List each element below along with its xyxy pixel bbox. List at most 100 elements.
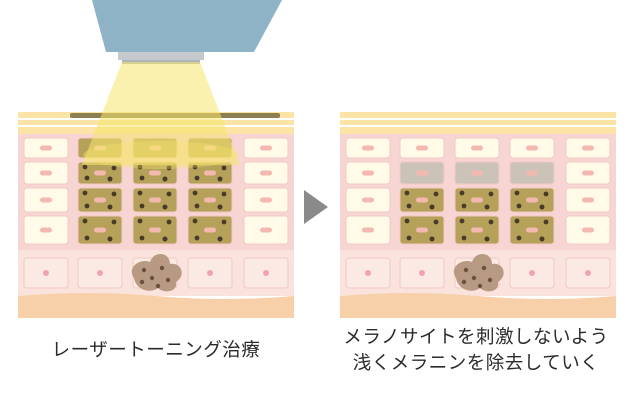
melanin-granule xyxy=(107,204,113,210)
melanin-granule xyxy=(84,175,90,181)
melanin-granule xyxy=(488,191,494,197)
cell-nucleus xyxy=(471,170,483,176)
melanin-granule xyxy=(429,204,435,210)
cell-nucleus xyxy=(204,227,216,233)
stratum-corneum xyxy=(340,112,616,134)
cell-nucleus xyxy=(260,227,272,233)
cell-nucleus xyxy=(416,227,428,233)
cell-nucleus xyxy=(204,197,216,203)
melanin-granule xyxy=(82,218,88,224)
cell-nucleus xyxy=(416,197,428,203)
melanin-granule xyxy=(194,235,200,241)
cell-nucleus xyxy=(362,170,374,176)
melanin-granule xyxy=(166,191,172,197)
melanin-granule xyxy=(543,191,549,197)
melanocyte xyxy=(453,253,504,292)
melanin-granule xyxy=(406,203,412,209)
cell-nucleus xyxy=(40,145,52,151)
basal-nucleus xyxy=(207,270,213,276)
melanin-granule xyxy=(488,219,494,225)
melanocyte-granule xyxy=(141,267,147,273)
basal-nucleus xyxy=(365,270,371,276)
melanin-granule xyxy=(543,219,549,225)
cell-nucleus xyxy=(40,227,52,233)
cell-nucleus xyxy=(204,170,216,176)
melanin-granule xyxy=(162,236,168,242)
melanin-granule xyxy=(221,191,227,197)
cell-nucleus xyxy=(582,227,594,233)
device-body xyxy=(92,0,282,52)
basal-nucleus xyxy=(529,270,535,276)
basal-nucleus xyxy=(97,270,103,276)
melanin-granule xyxy=(404,190,410,196)
melanin-granule xyxy=(459,190,465,196)
melanin-granule xyxy=(166,219,172,225)
melanin-granule xyxy=(84,203,90,209)
melanin-granule xyxy=(516,235,522,241)
cell-nucleus xyxy=(582,145,594,151)
cell-nucleus xyxy=(40,170,52,176)
cell-nucleus xyxy=(362,197,374,203)
melanin-granule xyxy=(461,235,467,241)
cell-nucleus xyxy=(471,227,483,233)
cell-nucleus xyxy=(471,197,483,203)
cell-nucleus xyxy=(149,197,161,203)
cell-nucleus xyxy=(526,170,538,176)
melanin-granule xyxy=(484,236,490,242)
cell-nucleus xyxy=(582,197,594,203)
melanocyte xyxy=(131,253,182,292)
melanin-granule xyxy=(217,176,223,182)
cell-nucleus xyxy=(260,197,272,203)
laser-device xyxy=(92,0,282,64)
melanin-granule xyxy=(539,204,545,210)
melanin-granule xyxy=(111,219,117,225)
caption-right-line-1: メラノサイトを刺激しないよう xyxy=(343,327,609,348)
melanocyte-granule xyxy=(471,275,477,281)
melanin-granule xyxy=(192,218,198,224)
melanin-granule xyxy=(514,190,520,196)
melanin-granule xyxy=(111,191,117,197)
melanin-granule xyxy=(139,203,145,209)
melanocyte-granule xyxy=(477,283,483,289)
cell-nucleus xyxy=(526,227,538,233)
melanin-granule xyxy=(433,219,439,225)
cell-nucleus xyxy=(582,170,594,176)
basal-nucleus xyxy=(419,270,425,276)
cell-nucleus xyxy=(416,170,428,176)
device-nozzle xyxy=(118,52,204,60)
cell-nucleus xyxy=(260,170,272,176)
melanin-granule xyxy=(433,191,439,197)
dermis xyxy=(340,293,616,318)
melanin-granule xyxy=(107,176,113,182)
melanin-granule xyxy=(84,235,90,241)
cell-nucleus xyxy=(471,145,483,151)
melanin-granule xyxy=(162,204,168,210)
skin-panel-after xyxy=(340,112,616,318)
melanin-granule xyxy=(137,218,143,224)
melanin-granule xyxy=(82,190,88,196)
melanin-granule xyxy=(139,235,145,241)
cell-nucleus xyxy=(94,197,106,203)
arrow-shape xyxy=(304,190,328,224)
melanocyte-granule xyxy=(463,267,469,273)
cell-nucleus xyxy=(362,145,374,151)
cell-nucleus xyxy=(416,145,428,151)
melanin-granule xyxy=(194,175,200,181)
caption-left-text: レーザートーニング治療 xyxy=(51,340,261,361)
melanin-granule xyxy=(429,236,435,242)
melanin-granule xyxy=(516,203,522,209)
caption-right-line-2: 浅くメラニンを除去していく xyxy=(352,353,600,374)
cell-nucleus xyxy=(149,227,161,233)
melanin-granule xyxy=(107,236,113,242)
cell-nucleus xyxy=(94,170,106,176)
melanin-granule xyxy=(137,164,143,170)
cell-nucleus xyxy=(260,145,272,151)
melanin-granule xyxy=(217,204,223,210)
dermis xyxy=(18,293,294,318)
melanocyte-granule xyxy=(461,279,467,285)
melanin-granule xyxy=(137,190,143,196)
caption-laser-toning: レーザートーニング治療 xyxy=(18,338,294,364)
cell-nucleus xyxy=(526,197,538,203)
basal-nucleus xyxy=(585,270,591,276)
